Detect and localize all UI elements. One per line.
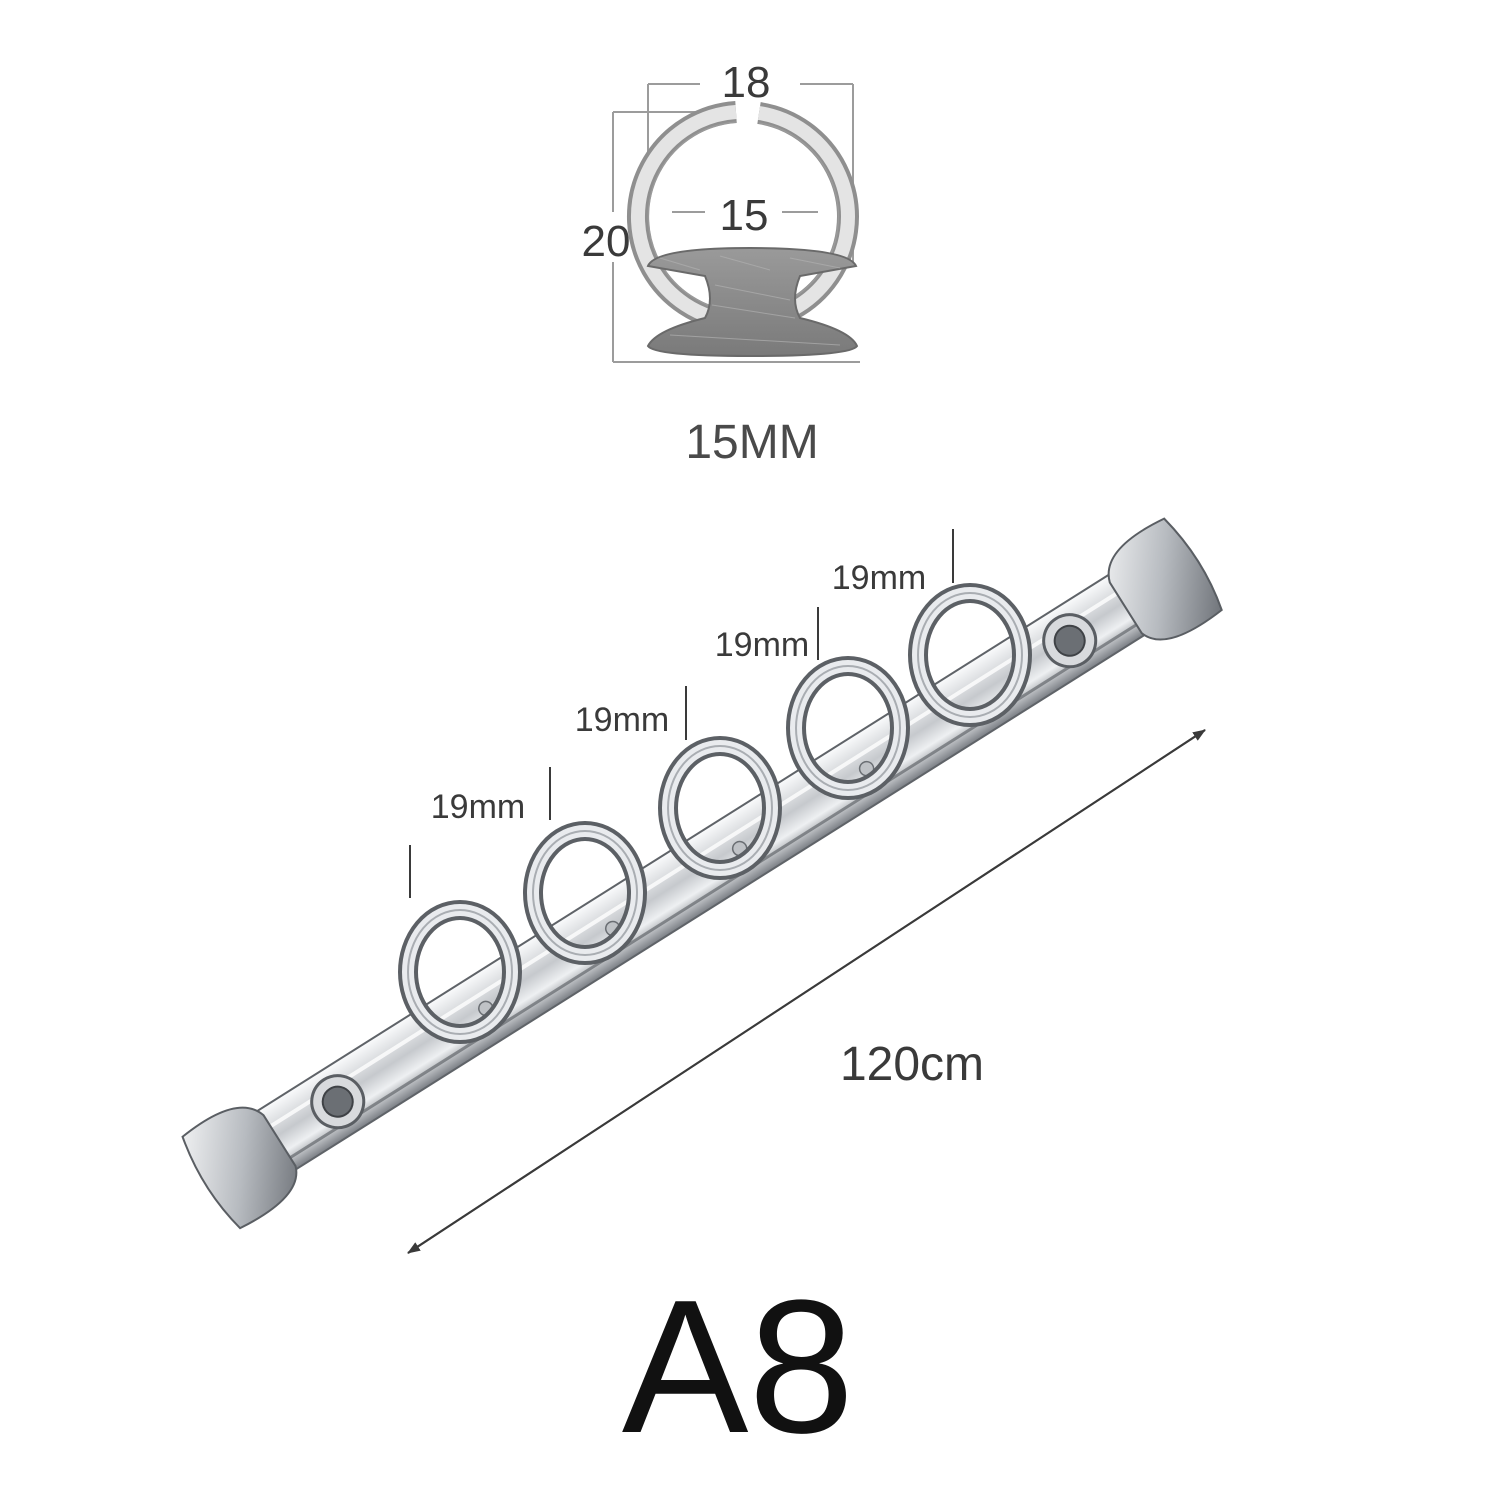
ring-5 [908,583,1032,727]
cross-section-drawing: 18 15 20 15MM [582,58,860,469]
binder-rings [398,583,1032,1044]
ring-1 [398,900,522,1044]
eyelet-left [310,1074,366,1130]
end-cap-right [1107,517,1223,641]
size-label: A8 [622,1261,854,1473]
ring-3 [658,736,782,880]
eyelet-right [1042,613,1098,669]
length-arrow [407,729,1206,1254]
inner-diameter-label: 15 [720,191,769,240]
spacing-label-2: 19mm [575,701,669,739]
ring-base-profile [646,246,859,358]
spacing-label-1: 19mm [431,788,525,826]
ring-size-label: 15MM [685,416,818,469]
spacing-label-4: 19mm [832,559,926,597]
ring-2 [523,821,647,965]
outer-width-label: 18 [722,58,771,107]
ring-4 [786,656,910,800]
height-label: 20 [582,217,631,266]
length-label: 120cm [840,1038,984,1091]
spacing-label-3: 19mm [715,626,809,664]
spacing-ticks [409,529,954,898]
end-cap-left [181,1106,298,1230]
